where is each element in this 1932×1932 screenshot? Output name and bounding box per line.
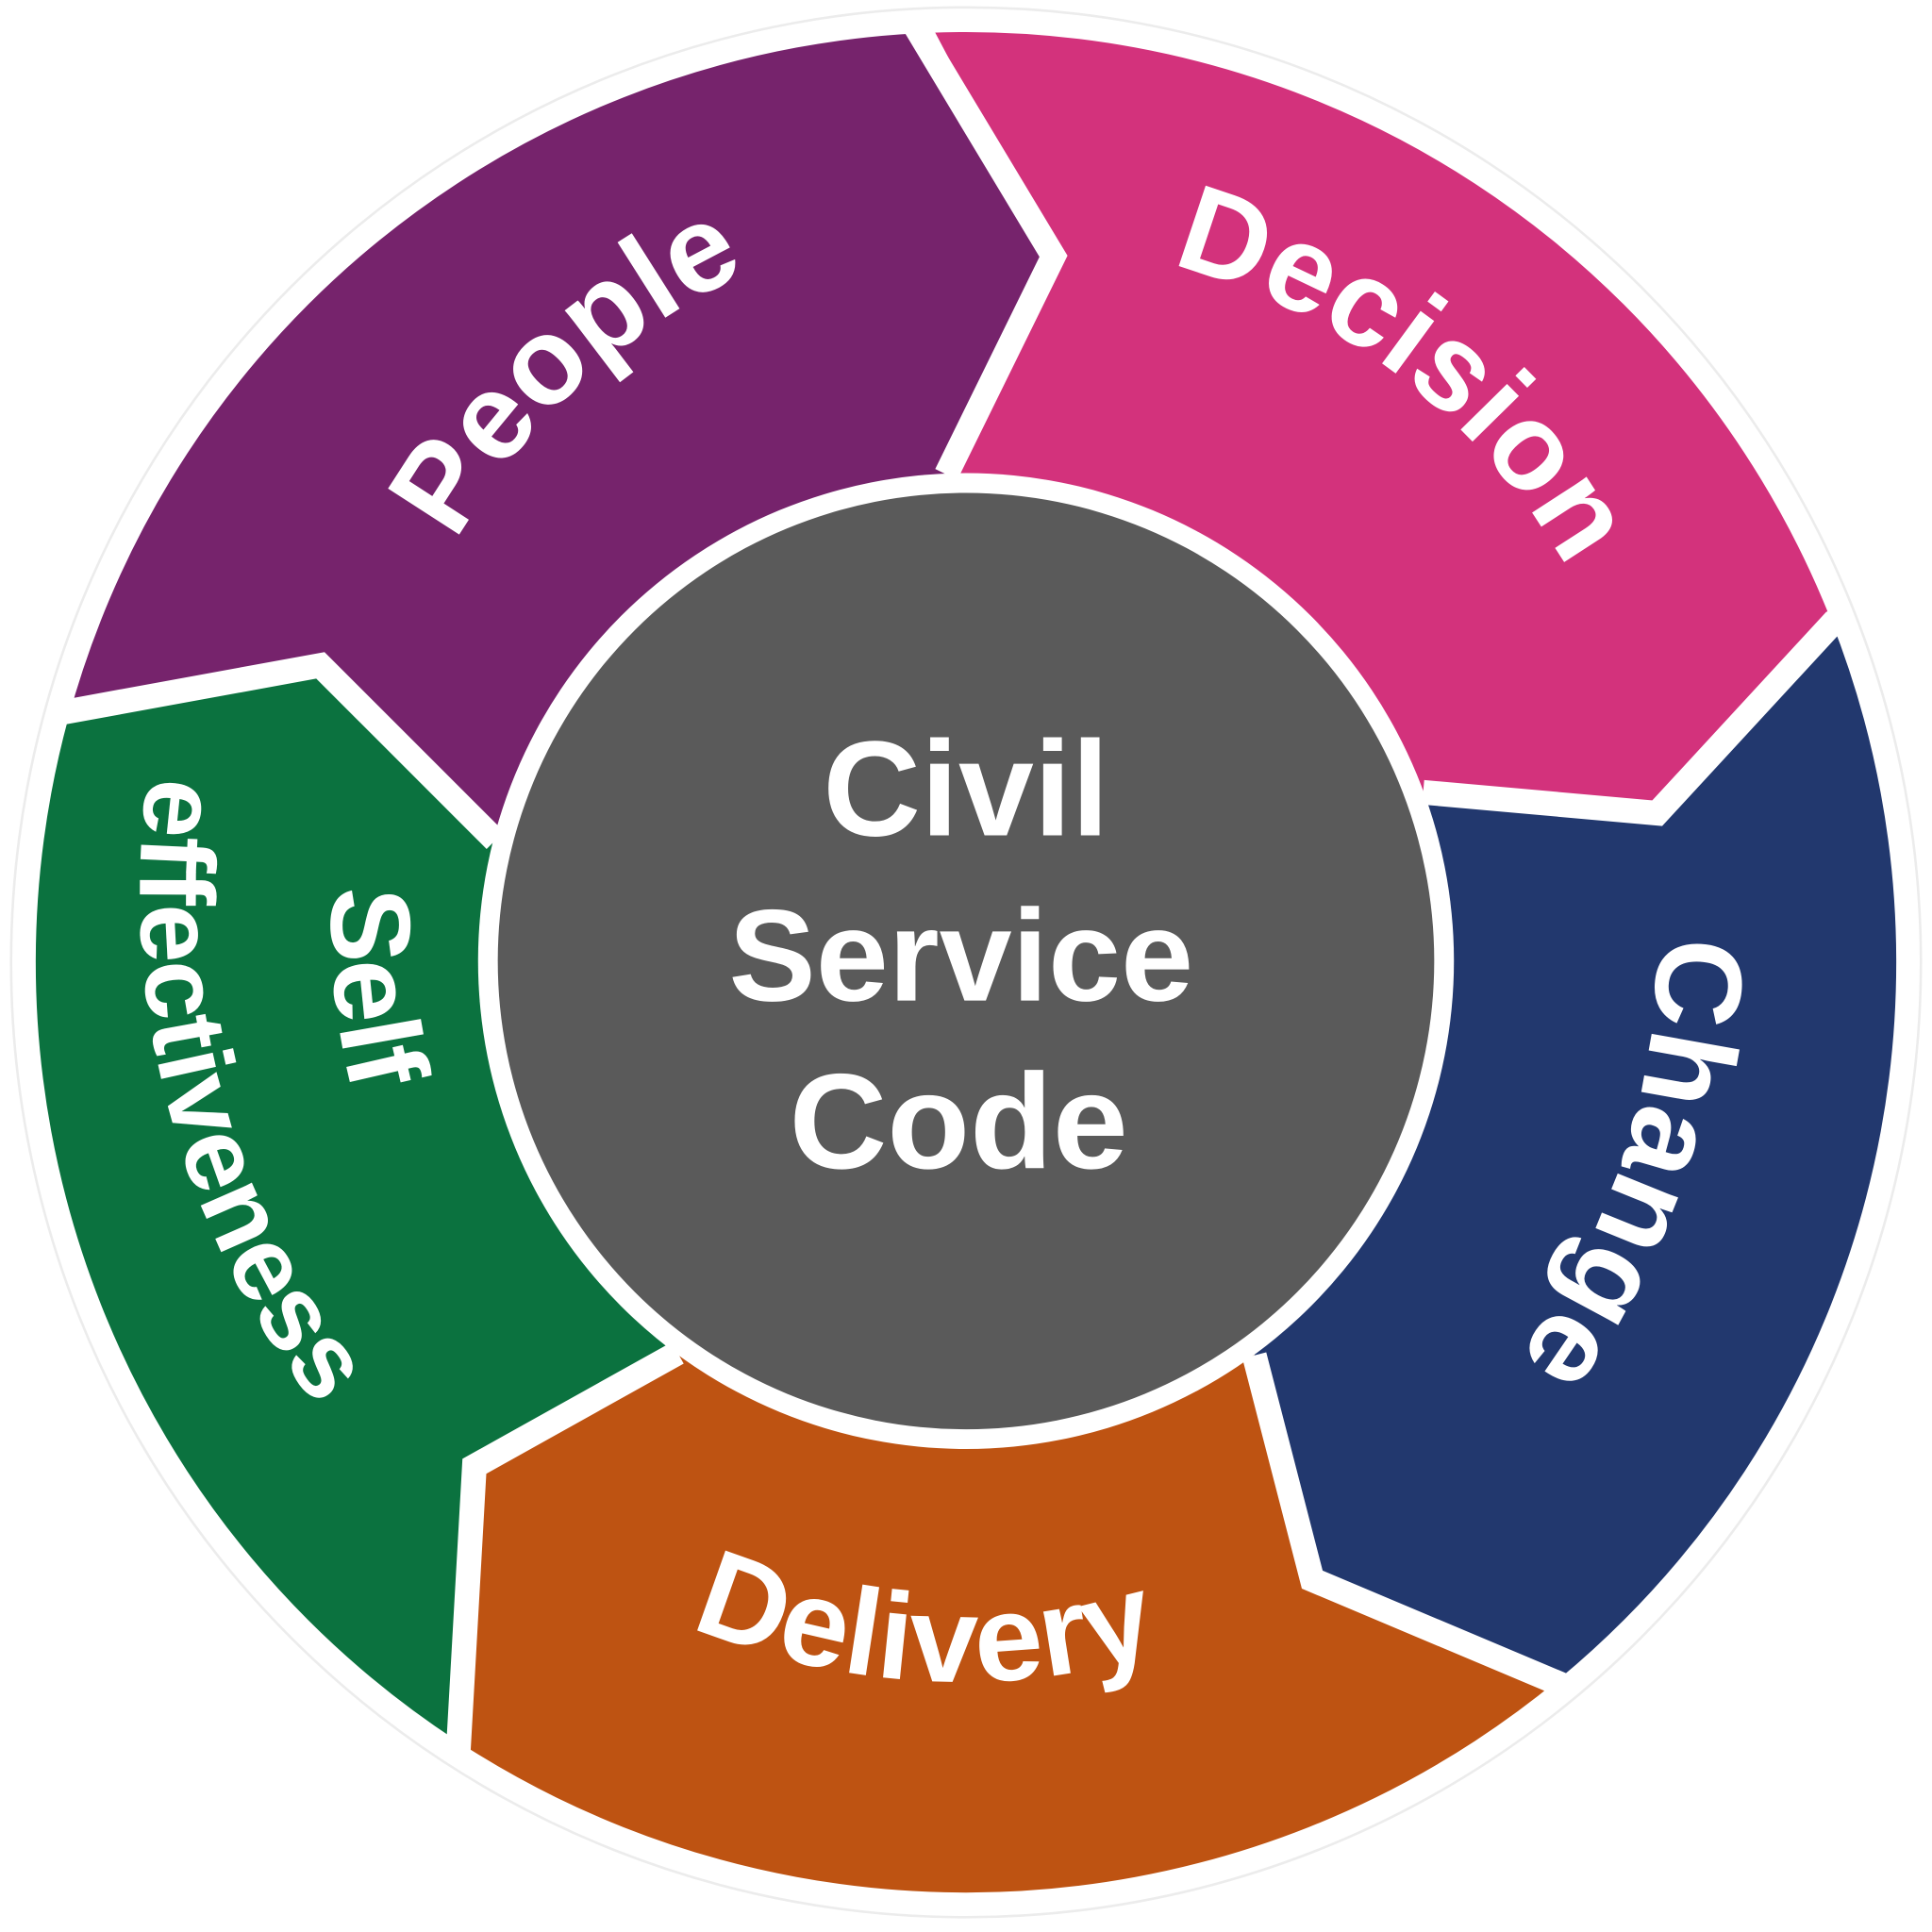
center-title-line-2: Service [728,884,1193,1029]
segment-delivery[interactable] [419,1353,1602,1932]
outer-edge [30,26,1902,1898]
center-title-line-3: Code [790,1046,1128,1197]
center-title-line-1: Civil [823,714,1108,865]
label-self: Self [307,887,452,1100]
center-circle[interactable] [497,492,1435,1430]
